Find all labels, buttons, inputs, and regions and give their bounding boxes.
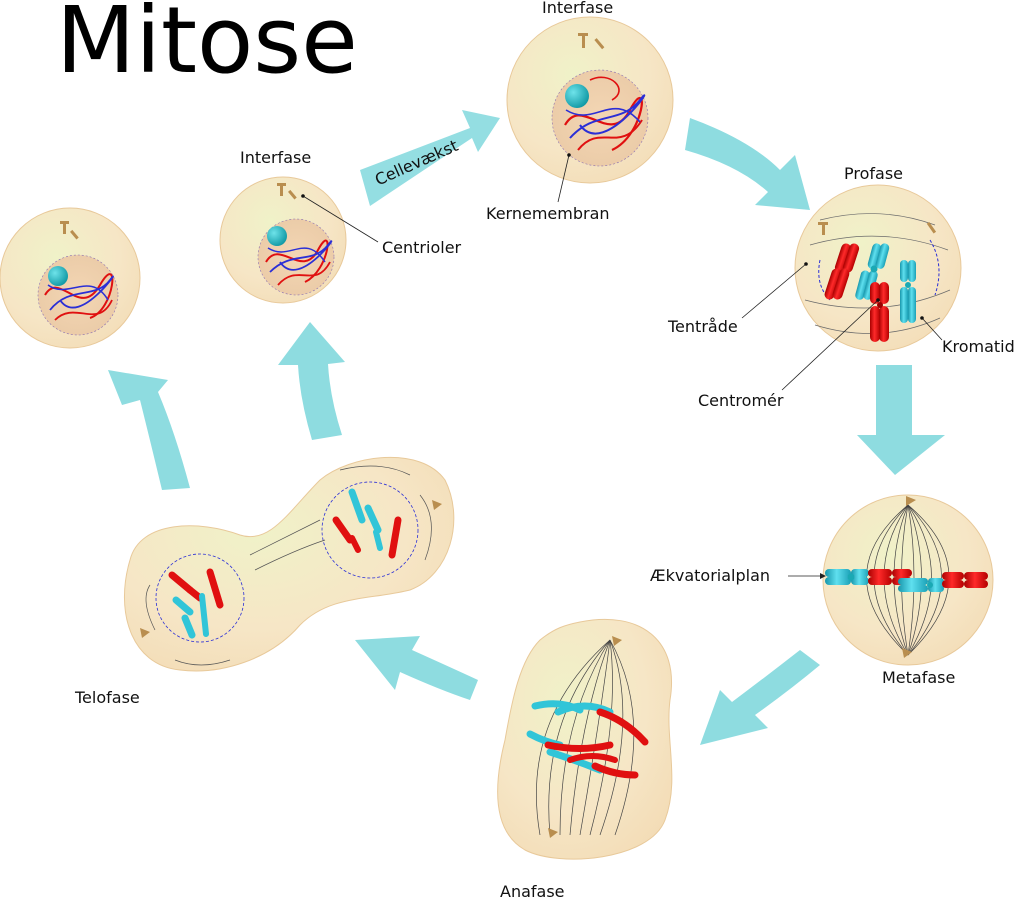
centriole-profase-right: [926, 221, 937, 234]
label-metafase: Metafase: [882, 668, 956, 687]
label-tentrade: Tentråde: [668, 317, 738, 336]
centriole-profase-left: [818, 222, 828, 235]
arrow-to-profase: [685, 118, 810, 210]
centriole-far-left: [60, 221, 79, 240]
chromosome-blue-2: [900, 260, 916, 323]
cycle-arrows: [108, 110, 945, 745]
arrow-to-anafase: [700, 650, 820, 745]
cell-interfase-left: [219, 176, 379, 304]
label-interfase-left: Interfase: [240, 148, 312, 167]
equator-chromosomes: [825, 569, 988, 592]
label-centrioler: Centrioler: [382, 238, 462, 257]
label-kromatid: Kromatid: [942, 337, 1015, 356]
cell-anafase: [497, 618, 673, 860]
page-title: Mitose: [56, 0, 358, 94]
arrow-to-far-left-cell: [108, 370, 190, 490]
arrow-to-telofase: [355, 636, 478, 700]
label-telofase: Telofase: [75, 688, 140, 707]
arrow-to-metafase: [857, 365, 945, 475]
centriole-top: [578, 33, 605, 50]
label-kernemembran: Kernemembran: [486, 204, 610, 223]
cell-profase: [741, 184, 962, 391]
label-aekvatorialplan: Ækvatorialplan: [650, 566, 771, 585]
label-anafase: Anafase: [500, 882, 565, 901]
chromosome-red-1: [824, 243, 860, 300]
label-interfase-top: Interfase: [542, 0, 614, 17]
centriole-left: [277, 183, 297, 200]
label-centromer: Centromér: [698, 391, 784, 410]
cell-interfase-top: [506, 16, 674, 203]
cell-metafase: [788, 494, 994, 666]
arrow-to-interfase-left: [278, 322, 345, 440]
telofase-chromosomes-left: [168, 568, 224, 639]
arrow-cellevaekst: [360, 110, 500, 206]
chromosome-red-2: [870, 282, 889, 342]
label-profase: Profase: [844, 164, 903, 183]
cell-far-left: [0, 207, 141, 349]
anafase-chromatids: [526, 700, 649, 779]
telofase-chromosomes-right: [332, 488, 402, 559]
cell-telofase: [123, 456, 455, 672]
